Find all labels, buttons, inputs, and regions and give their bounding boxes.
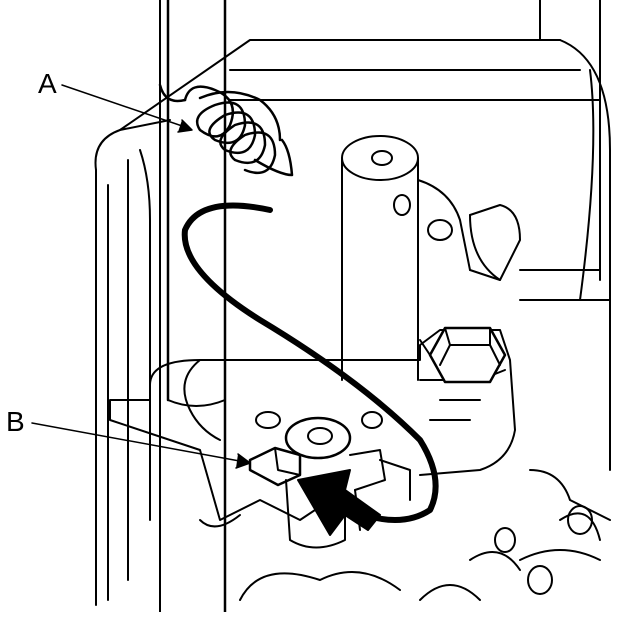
governor-rod <box>159 0 227 614</box>
callout-label-a: A <box>38 68 57 99</box>
engine-housing <box>94 0 611 606</box>
governor-arm <box>248 416 411 549</box>
spring <box>158 83 294 177</box>
leader-lines <box>31 84 251 469</box>
cylinder-post <box>341 135 521 381</box>
hex-bolt <box>419 326 507 384</box>
callout-label-b: B <box>6 406 25 437</box>
direction-arrow <box>181 202 439 536</box>
